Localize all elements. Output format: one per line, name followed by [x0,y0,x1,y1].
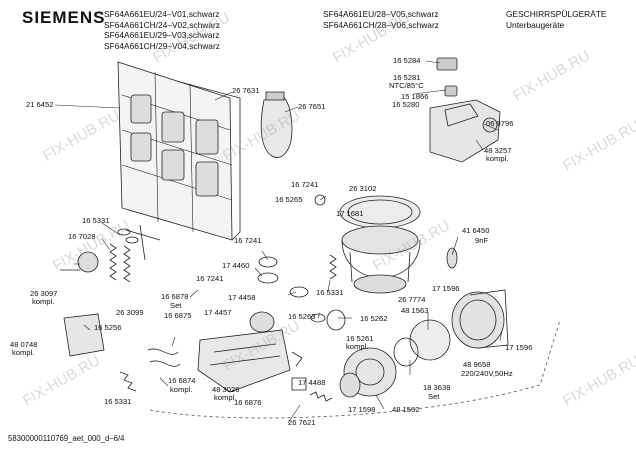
container-part [260,91,293,158]
leader-lines [54,60,503,424]
part-label: 48 1563 [401,306,429,315]
model-line: SF64A661EU/29–V03,schwarz [104,30,220,40]
part-label: kompl. [346,342,369,351]
part-label: 17 1681 [336,209,364,218]
pump-motor-part [393,289,509,367]
heater-housing-part [429,57,501,163]
part-label: 16 5263 [288,312,316,321]
part-label: 17 1598 [348,405,376,414]
sump-part [339,195,421,294]
part-label: kompl. [486,154,509,163]
part-label: 9nF [475,236,489,245]
part-label: 26 3102 [349,184,377,193]
part-label: 26 3097 [30,289,58,298]
part-label: 17 4457 [204,308,232,317]
part-label: 48 3026 [212,385,240,394]
part-label: 17 4458 [228,293,256,302]
part-label: 16 5280 [392,100,420,109]
part-label: 16 5331 [82,216,110,225]
part-label: NTC/85°C [389,81,424,90]
part-label: 48 0748 [10,340,38,349]
model-line: SF64A661CH/29–V04,schwarz [104,40,220,51]
model-list-left: SF64A661EU/24–V01,schwarz SF64A661CH/24–… [104,9,220,51]
part-label: 16 5265 [275,195,303,204]
siemens-logo: SIEMENS [22,8,106,27]
part-label: kompl. [170,385,193,394]
part-label: 26 7621 [288,418,316,427]
part-label: 17 4488 [298,378,326,387]
part-label: 48 1562 [392,405,420,414]
part-label: 16 7241 [291,180,319,189]
category-block: GESCHIRRSPÜLGERÄTE Unterbaugeräte [506,9,607,30]
part-label: 06 9796 [486,119,514,128]
hose-part [109,243,337,402]
part-label: 26 7651 [298,102,326,111]
part-label: 41 6450 [462,226,490,235]
part-label: 220/240V,50Hz [461,369,513,378]
document-id: 58300000110769_aet_000_d–6/4 [8,434,125,443]
model-line: SF64A661CH/28–V06,schwarz [323,19,439,30]
part-label: 16 6878 [161,292,189,301]
part-label: Set [170,301,182,310]
part-label: 16 5261 [346,334,374,343]
model-line: SF64A661EU/24–V01,schwarz [104,9,220,19]
valve-part [60,251,105,357]
part-label: 16 7241 [196,274,224,283]
model-list-mid: SF64A661EU/28–V05,schwarz SF64A661CH/28–… [323,9,439,30]
impeller-part [339,347,397,398]
part-label: 26 7631 [232,86,260,95]
part-label: 16 6874 [168,376,196,385]
part-label: 48 3257 [484,146,512,155]
part-label: 16 5284 [393,56,421,65]
model-line: SF64A661CH/24–V02,schwarz [104,19,220,30]
part-label: 16 5256 [94,323,122,332]
part-label: 15 1866 [401,92,429,101]
part-label: 26 7774 [398,295,426,304]
part-label: kompl. [32,297,55,306]
part-label: kompl. [214,393,237,402]
part-label: 16 5331 [104,397,132,406]
part-label: kompl. [12,348,35,357]
part-label: 17 1596 [505,343,533,352]
part-label: 16 5331 [316,288,344,297]
part-label: 18 3638 [423,383,451,392]
part-label: 16 7028 [68,232,96,241]
category-line: GESCHIRRSPÜLGERÄTE [506,9,607,19]
part-label: 16 5281 [393,73,421,82]
category-line: Unterbaugeräte [506,19,565,30]
part-label: 16 6876 [234,398,262,407]
part-label: 48 9658 [463,360,491,369]
model-line: SF64A661EU/28–V05,schwarz [323,9,439,19]
part-label: 21 6452 [26,100,54,109]
water-softener-part [117,61,241,261]
part-label: 16 7241 [234,236,262,245]
part-label: 16 6875 [164,311,192,320]
part-label: Set [428,392,440,401]
drain-pump-part [197,311,291,393]
part-label: 17 1596 [432,284,460,293]
part-label: 16 5262 [360,314,388,323]
part-label: 17 4460 [222,261,250,270]
seal-ring-parts [117,194,458,391]
part-label: 26 3099 [116,308,144,317]
